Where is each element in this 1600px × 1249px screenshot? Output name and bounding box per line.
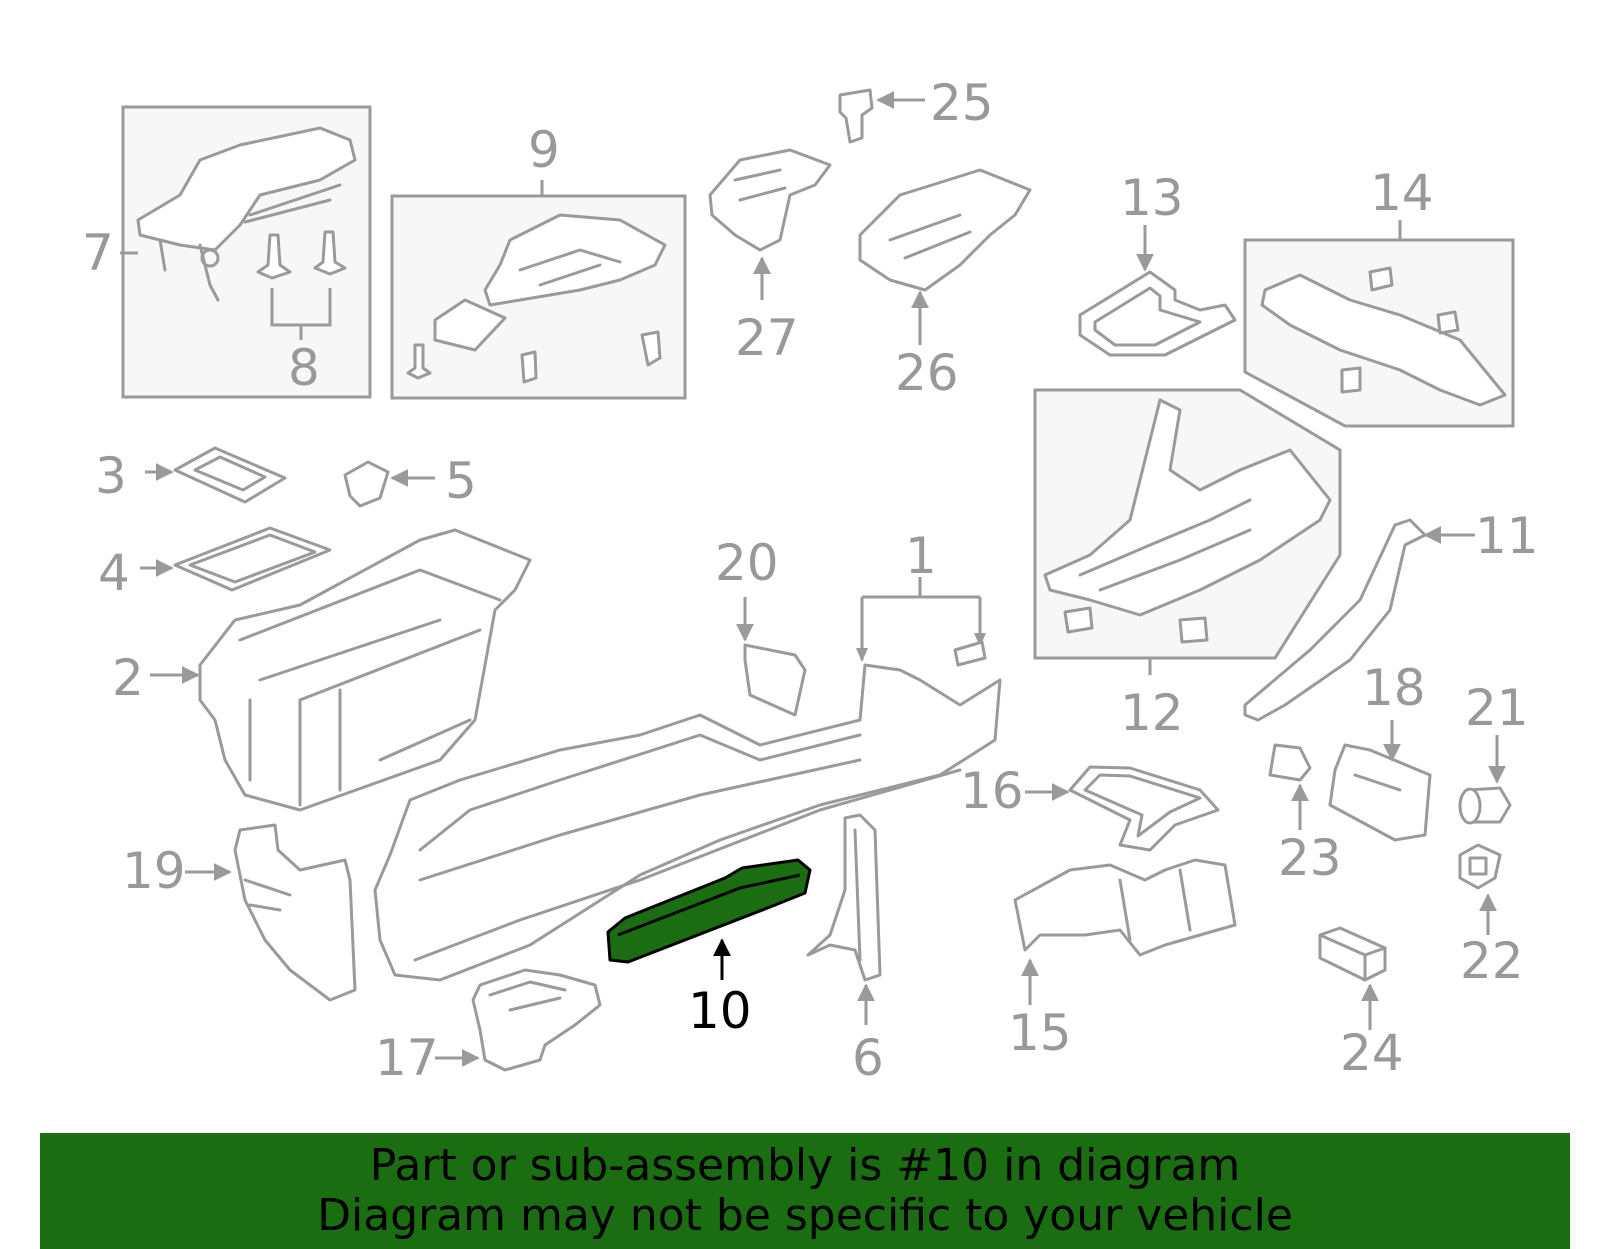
banner-line-part-number: Part or sub-assembly is #10 in diagram [369,1140,1241,1191]
part-13-tray [1078,225,1237,357]
callout-10: 10 [688,982,752,1040]
callout-21: 21 [1465,679,1529,737]
part-24-switch [1318,926,1387,1030]
callout-15: 15 [1008,1004,1072,1062]
part-16-mat [1025,765,1220,852]
part-10-highlighted [606,858,812,980]
part-2-console-box [150,528,532,812]
callout-5: 5 [445,452,477,510]
part-20-clip-panel [736,597,807,717]
part-7-armrest-group [120,105,372,399]
callout-22: 22 [1460,932,1524,990]
banner-line-disclaimer: Diagram may not be specific to your vehi… [317,1190,1293,1241]
part-5-cap [343,460,435,508]
part-21-cap [1458,735,1512,825]
part-27-switch-panel [708,148,832,300]
part-22-clip [1458,843,1502,935]
callout-17: 17 [375,1029,439,1087]
parts-diagram: 1 2 3 4 5 6 7 8 9 10 11 12 13 14 15 16 1… [82,74,1539,1087]
callout-25: 25 [930,74,994,132]
part-15-panel [1013,858,1237,1005]
callout-9: 9 [528,121,560,179]
part-12-console-panel-group [1033,388,1342,675]
callout-23: 23 [1278,829,1342,887]
part-1-console-body [373,577,1002,982]
part-23-clip [1268,743,1312,830]
callout-14: 14 [1370,164,1434,222]
callout-3: 3 [95,447,127,505]
callout-11: 11 [1475,507,1539,565]
callout-26: 26 [895,344,959,402]
callout-19: 19 [122,842,186,900]
part-17-cup-holder [435,968,602,1072]
part-3-mat [145,446,287,504]
info-banner: Part or sub-assembly is #10 in diagram D… [40,1133,1570,1249]
part-19-rear-panel [185,823,357,1002]
callout-12: 12 [1120,684,1184,742]
callout-16: 16 [960,762,1024,820]
part-25-clip [838,88,925,144]
callout-27: 27 [735,309,799,367]
part-4-liner [140,526,332,592]
callout-24: 24 [1340,1024,1404,1082]
callout-8: 8 [288,339,320,397]
callout-2: 2 [112,649,144,707]
part-18-bracket [1328,720,1432,842]
part-14-bracket-group [1243,220,1515,428]
callout-6: 6 [852,1029,884,1087]
part-26-shift-panel [858,168,1032,345]
callout-13: 13 [1120,169,1184,227]
callout-4: 4 [98,544,130,602]
callout-20: 20 [715,534,779,592]
callout-7: 7 [82,224,114,282]
callout-1: 1 [905,527,937,585]
part-11-side-trim [1243,518,1475,722]
part-6-bracket [806,813,882,1025]
callout-18: 18 [1362,659,1426,717]
part-9-shifter-bracket-group [390,180,687,400]
